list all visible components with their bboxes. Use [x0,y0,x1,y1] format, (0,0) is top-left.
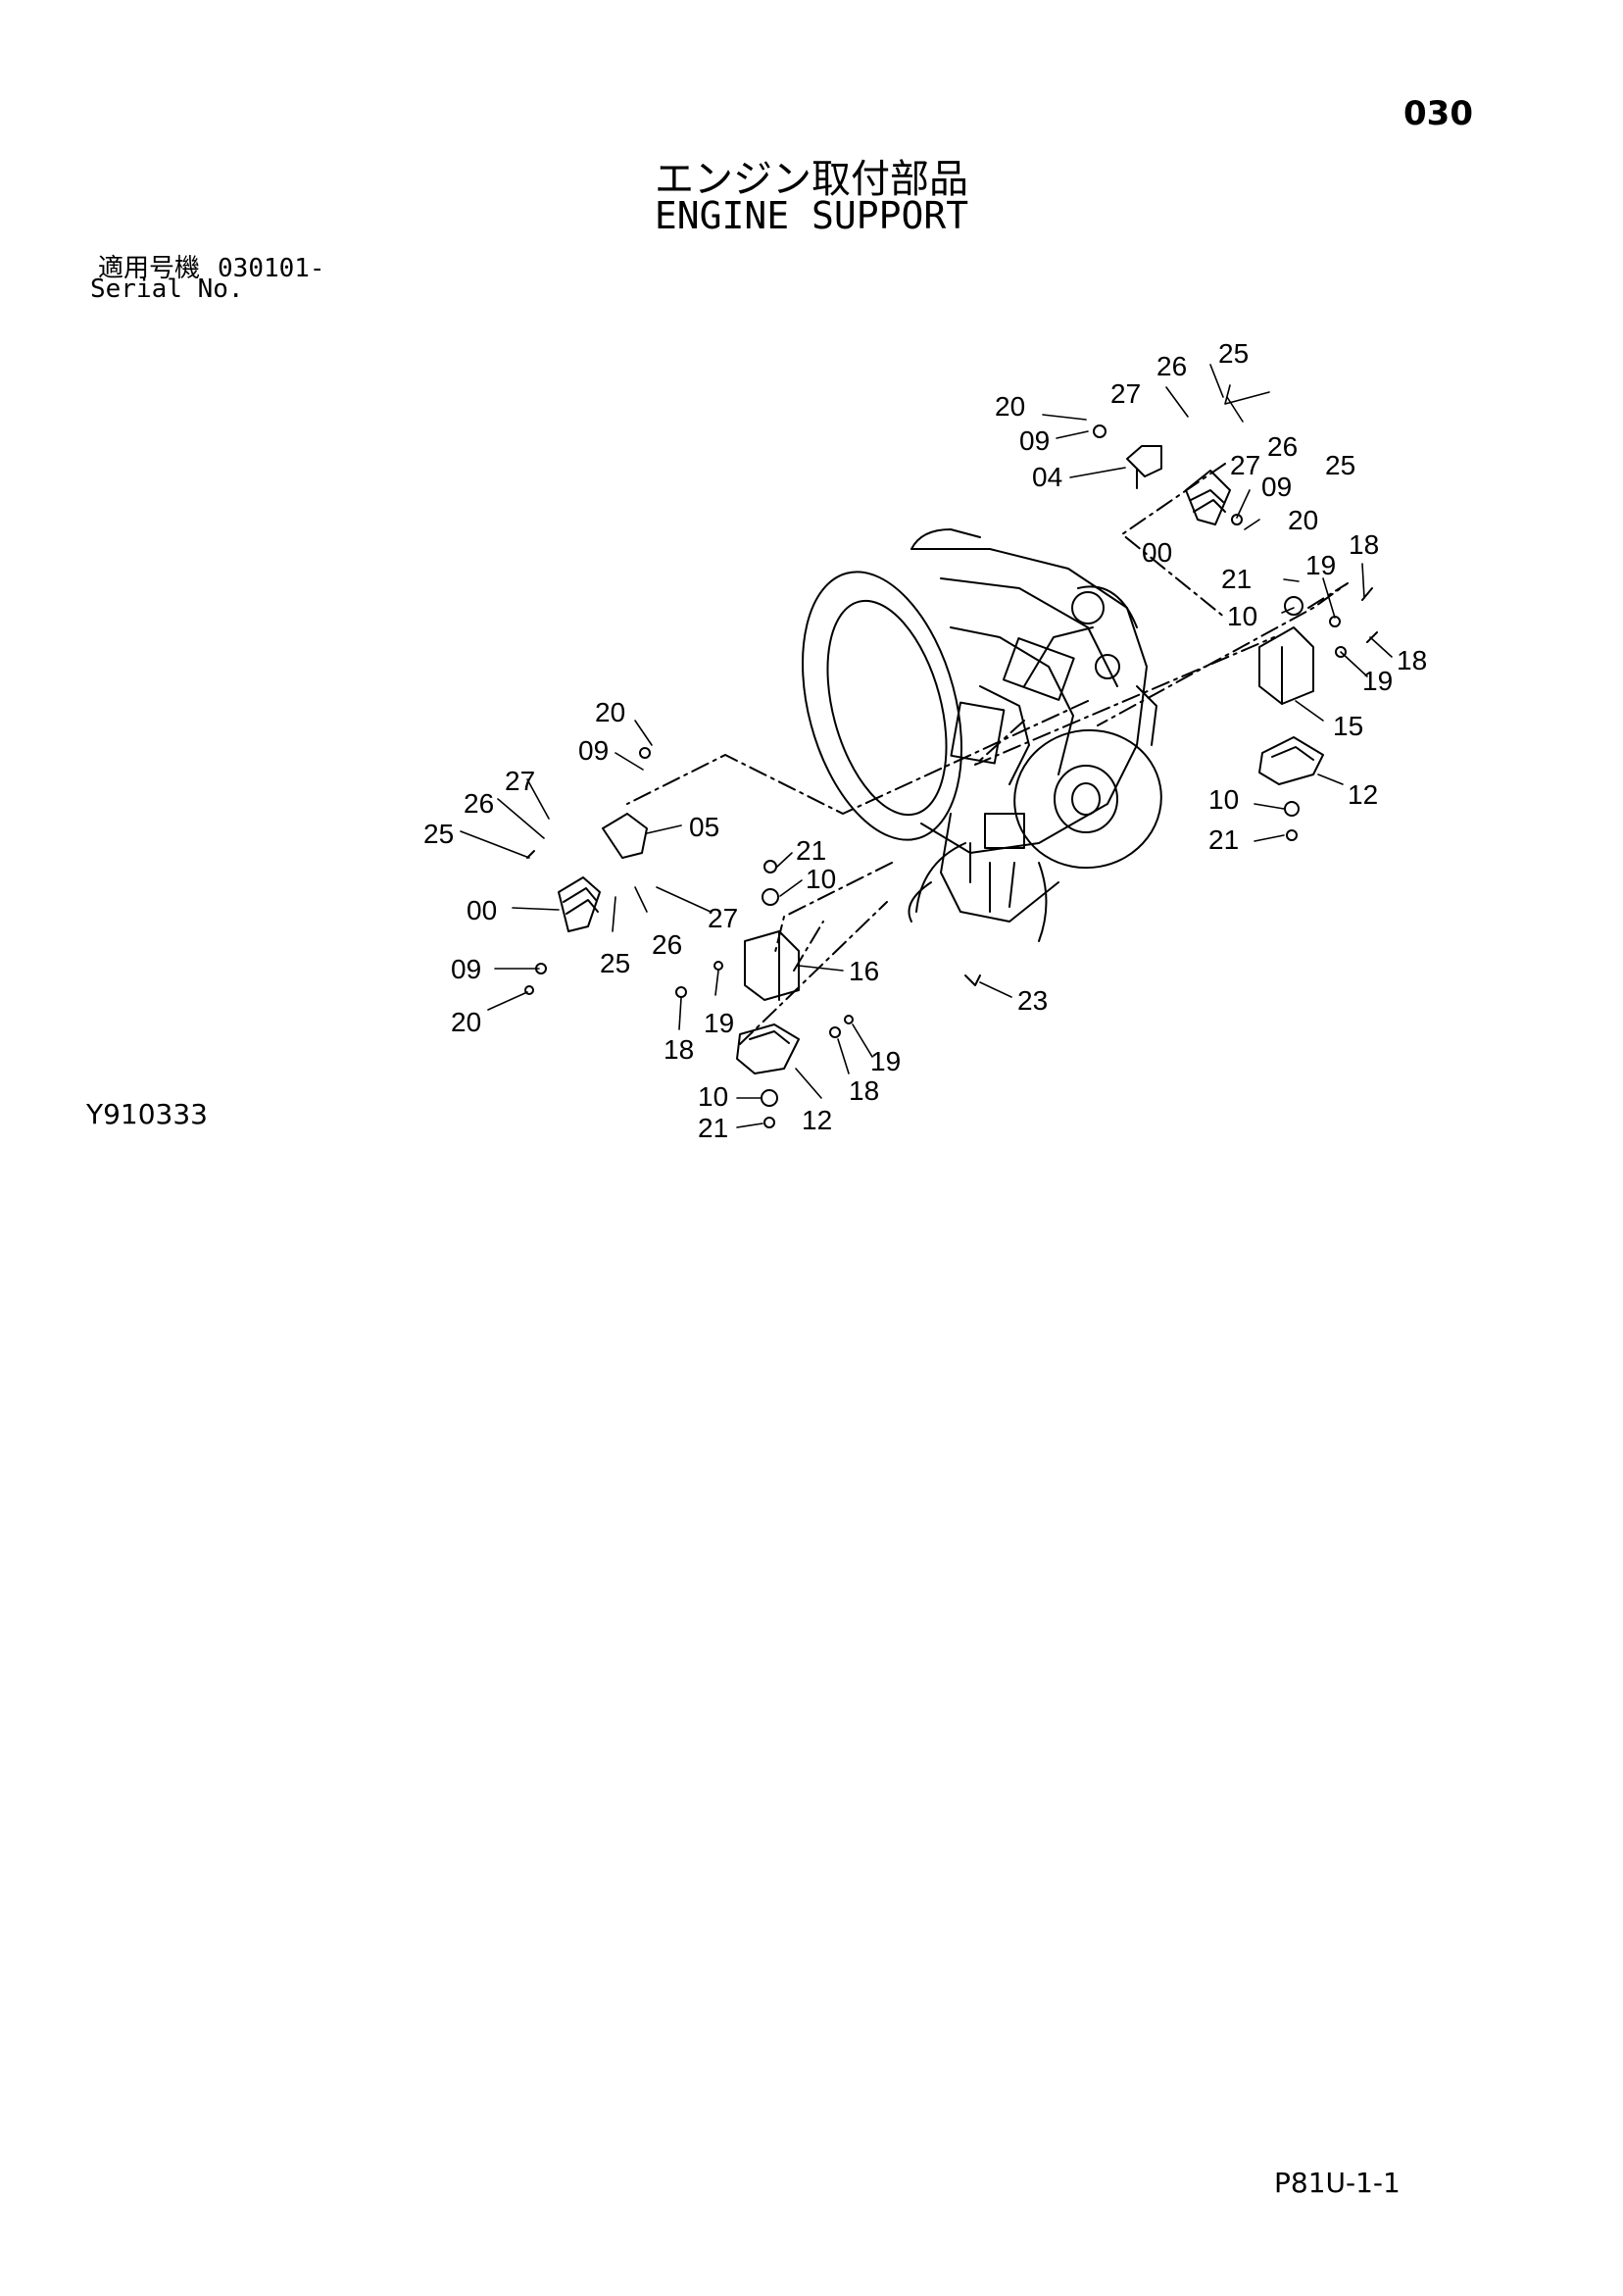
page-title-english: ENGINE SUPPORT [654,194,969,237]
callout-10: 10 [1227,601,1257,631]
callout-25: 25 [600,948,630,978]
callout-25: 25 [1218,338,1249,369]
upper-right-mount-parts [1093,424,1378,841]
callout-10: 10 [698,1081,728,1112]
callout-25: 25 [1325,450,1355,480]
callout-21: 21 [698,1113,728,1143]
callout-09: 09 [451,954,481,984]
callout-09: 09 [1019,425,1050,456]
callout-26: 26 [652,929,682,960]
callout-19: 19 [704,1008,734,1038]
callout-10: 10 [806,864,836,894]
callout-09: 09 [578,735,609,766]
callout-20: 20 [451,1007,481,1037]
callout-19: 19 [1305,550,1336,580]
callout-numbers: 25 26 20 27 09 26 27 25 04 09 20 00 21 1… [423,338,1427,1143]
page-title-japanese: エンジン取付部品 [655,157,968,202]
engine-assembly [801,528,1162,942]
serial-label-english: Serial No. [90,275,244,304]
callout-23: 23 [1017,985,1048,1016]
callout-leaders [460,364,1393,1128]
callout-27: 27 [1230,450,1260,480]
callout-18: 18 [1397,645,1427,675]
callout-19: 19 [870,1046,901,1076]
assembly-chain-lines [626,463,1349,1045]
callout-26: 26 [1267,431,1298,462]
illustration-code: Y910333 [86,1098,208,1130]
callout-12: 12 [1348,779,1378,810]
callout-00: 00 [1142,537,1172,568]
callout-05: 05 [689,812,719,842]
callout-04: 04 [1032,462,1062,492]
serial-applicability: 適用号機 030101- [98,248,325,284]
callout-00: 00 [467,895,497,925]
page-number: 030 [1403,94,1473,133]
callout-09: 09 [1261,472,1292,502]
callout-18: 18 [1349,529,1379,560]
callout-10: 10 [1208,784,1239,815]
callout-20: 20 [1288,505,1318,535]
callout-27: 27 [708,903,738,933]
callout-25: 25 [423,819,454,849]
callout-15: 15 [1333,711,1363,741]
serial-label-japanese: 適用号機 [98,254,201,283]
callout-20: 20 [995,391,1025,422]
callout-21: 21 [796,835,826,866]
callout-27: 27 [505,766,535,796]
left-mount-parts [524,747,651,995]
serial-number: 030101- [218,254,325,283]
callout-27: 27 [1110,378,1141,409]
callout-19: 19 [1362,666,1393,696]
callout-16: 16 [849,956,879,986]
callout-18: 18 [664,1034,694,1065]
callout-26: 26 [464,788,494,819]
callout-12: 12 [802,1105,832,1135]
callout-26: 26 [1156,351,1187,381]
lower-mount-parts [675,860,981,1128]
callout-21: 21 [1221,564,1252,594]
sheet-code: P81U-1-1 [1274,2167,1401,2199]
callout-20: 20 [595,697,625,727]
callout-21: 21 [1208,824,1239,855]
callout-18: 18 [849,1075,879,1106]
